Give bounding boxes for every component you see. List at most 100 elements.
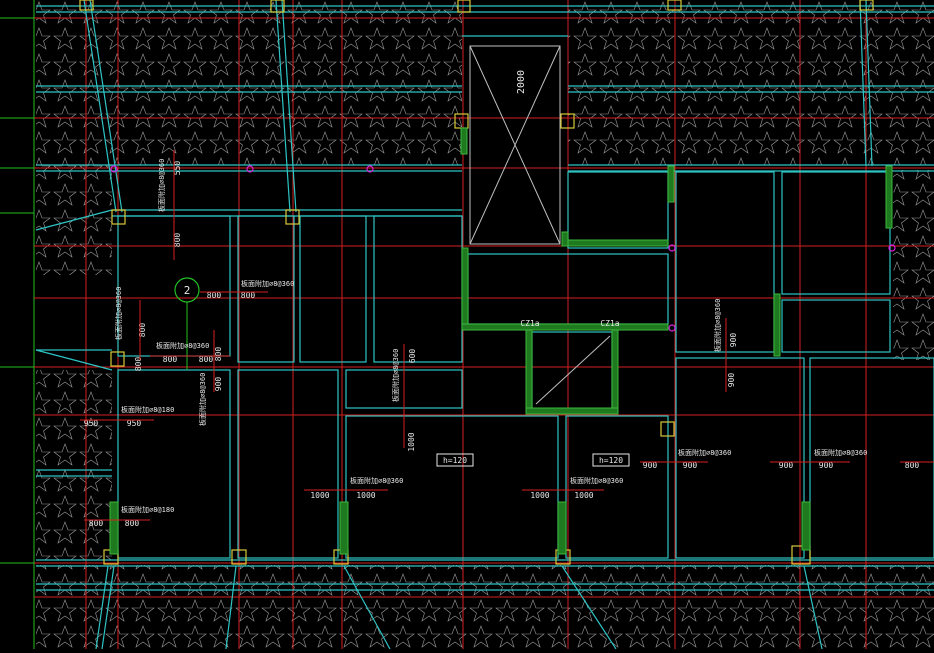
- annotations-layer: CZ1a CZ1a h=120 h=120 板面附加⌀8@360 板面附加⌀8@360 板面…: [80, 150, 934, 528]
- drawing-frame: [0, 0, 35, 649]
- brace-12: [803, 565, 823, 650]
- brace-left-2: [35, 349, 113, 371]
- column-16: [791, 545, 811, 565]
- dimension-14: 1000: [407, 432, 416, 451]
- wall-green-11: [109, 501, 119, 555]
- brace-2: [89, 0, 123, 213]
- marker-6: [668, 324, 676, 332]
- room-b: [237, 215, 295, 363]
- column-tag-2: CZ1a: [600, 319, 619, 328]
- dimension-7: 800: [163, 355, 178, 364]
- dimension-21: 900: [779, 461, 794, 470]
- dimension-25: 900: [214, 377, 223, 392]
- wall-green-1: [461, 247, 469, 331]
- wall-green-15: [460, 127, 468, 155]
- dimension-26: 800: [89, 519, 104, 528]
- dimension-19: 900: [643, 461, 658, 470]
- brace-5: [859, 0, 867, 167]
- room-i: [237, 369, 339, 559]
- marker-2: [246, 165, 254, 173]
- column-2: [270, 0, 285, 13]
- column-4: [667, 0, 682, 11]
- hatch-right-strip: [893, 170, 934, 360]
- column-7: [560, 113, 575, 129]
- rebar-note-4: 板面附加⌀8@360: [156, 341, 209, 350]
- marker-4: [668, 244, 676, 252]
- room-d: [373, 215, 463, 363]
- rebar-note-8: 板面附加⌀8@360: [391, 349, 400, 402]
- column-3: [457, 0, 471, 13]
- brace-7: [95, 565, 109, 650]
- marker-1: [110, 165, 118, 173]
- slab-tag-box-2: [592, 453, 630, 467]
- dimension-9: 800: [214, 347, 223, 362]
- dimension-11: 900: [729, 333, 738, 348]
- column-11: [660, 421, 675, 437]
- marker-3: [366, 165, 374, 173]
- room-f: [345, 415, 559, 559]
- brace-1: [83, 0, 117, 213]
- rebar-note-10: 板面附加⌀8@360: [570, 476, 623, 485]
- dimension-22: 900: [819, 461, 834, 470]
- slab-tag-box-1: [436, 453, 474, 467]
- brace-6: [865, 0, 873, 167]
- dimension-5: 800: [138, 323, 147, 338]
- elevator-shaft: 2000: [462, 35, 611, 405]
- hatch-left-lower: [36, 370, 112, 560]
- wall-green-13: [557, 501, 567, 555]
- column-9: [285, 209, 300, 225]
- rebar-note-1: 板面附加⌀8@360: [157, 159, 166, 212]
- rebar-note-9: 板面附加⌀8@360: [350, 476, 403, 485]
- slab-tag-2: h=120: [599, 456, 623, 465]
- dimension-6: 800: [134, 357, 143, 372]
- column-1: [79, 0, 94, 11]
- brace-3: [275, 0, 291, 213]
- wall-green-9: [885, 165, 893, 229]
- rebar-note-2: 板面附加⌀8@360: [241, 279, 294, 288]
- rebar-note-11: 板面附加⌀8@360: [713, 299, 722, 352]
- column-8: [111, 209, 126, 225]
- brace-11: [561, 565, 617, 650]
- wall-green-4: [611, 329, 619, 415]
- dimension-1: 550: [173, 161, 182, 176]
- rebar-note-3: 板面附加⌀8@360: [114, 287, 123, 340]
- marker-5: [888, 244, 896, 252]
- markers: [110, 165, 896, 332]
- dimension-20: 900: [683, 461, 698, 470]
- brace-8: [101, 565, 115, 650]
- columns: [79, 0, 893, 565]
- dimension-15: 1000: [310, 491, 329, 500]
- hatch-top-right: [568, 0, 934, 165]
- brace-left-1: [35, 209, 113, 231]
- column-tag-1: CZ1a: [520, 319, 539, 328]
- dimension-13: 950: [127, 419, 142, 428]
- wall-green-10: [773, 293, 781, 357]
- column-10: [110, 351, 125, 367]
- rebar-note-13: 板面附加⌀8@360: [814, 448, 867, 457]
- rebar-note-6: 板面附加⌀8@180: [121, 505, 174, 514]
- dimension-24: 900: [727, 373, 736, 388]
- room-n: [781, 299, 891, 353]
- room-g: [565, 415, 669, 559]
- dimension-17: 1000: [530, 491, 549, 500]
- dimension-4: 800: [241, 291, 256, 300]
- slab-tag-1: h=120: [443, 456, 467, 465]
- dimension-23: 800: [905, 461, 920, 470]
- room-m: [781, 171, 891, 295]
- dimension-18: 1000: [574, 491, 593, 500]
- hatch-top-left: [36, 0, 462, 165]
- brace-4: [281, 0, 297, 213]
- rebar-note-5: 板面附加⌀8@180: [121, 405, 174, 414]
- room-l: [675, 171, 775, 353]
- room-k: [567, 171, 669, 249]
- brace-9: [225, 565, 237, 650]
- elevator-dimension: 2000: [516, 70, 527, 94]
- room-p: [809, 357, 934, 559]
- room-c: [299, 215, 367, 363]
- grid-bubble[interactable]: 2: [174, 277, 200, 370]
- dimension-16: 1000: [356, 491, 375, 500]
- wall-green-12: [339, 501, 349, 555]
- hatch-bottom: [36, 565, 934, 649]
